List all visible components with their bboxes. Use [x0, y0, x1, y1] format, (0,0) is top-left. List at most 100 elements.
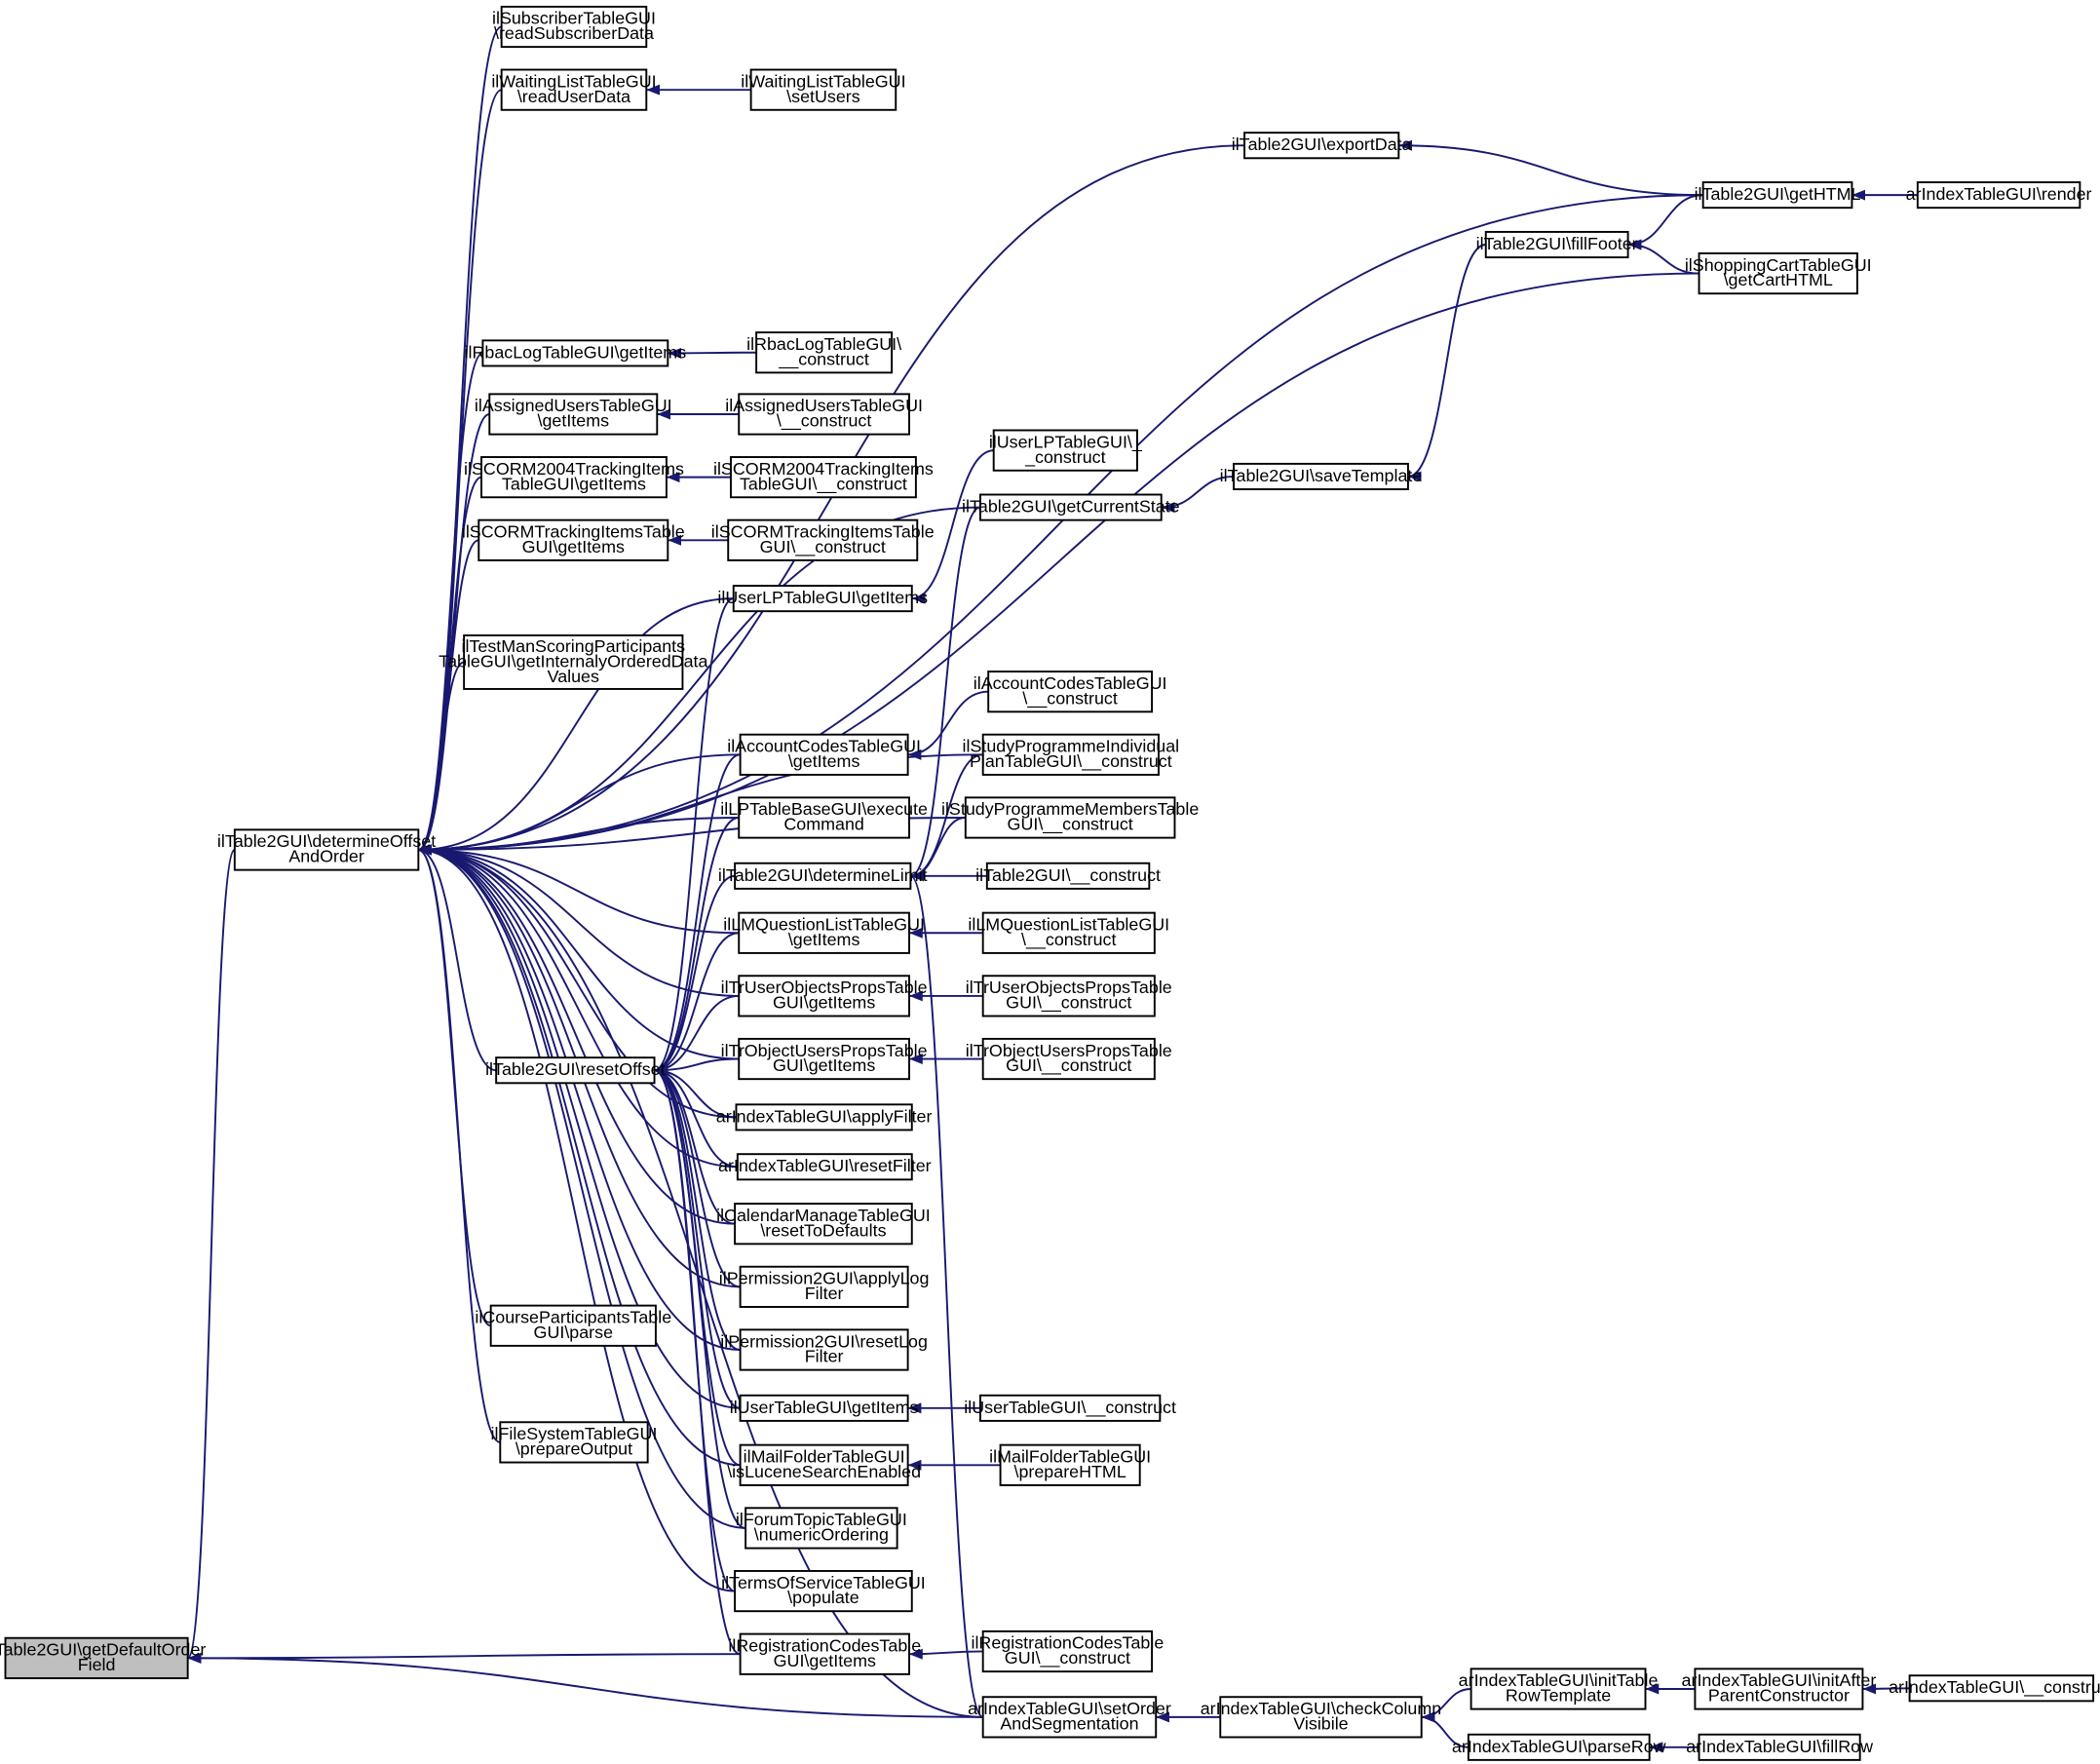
node-box: [734, 1203, 913, 1246]
node-label: ilLMQuestionListTableGUI: [968, 915, 1169, 935]
node-user-construct[interactable]: ilUserTableGUI\__construct: [964, 1394, 1176, 1422]
node-mail-prepare[interactable]: ilMailFolderTableGUI\prepareHTML: [989, 1443, 1151, 1486]
node-box: [978, 1394, 1162, 1422]
node-label: ilTrUserObjectsPropsTable: [966, 978, 1172, 997]
node-box: [738, 393, 910, 436]
node-set-users[interactable]: ilWaitingListTableGUI\setUsers: [741, 68, 906, 111]
node-box: [480, 456, 668, 499]
node-label: arIndexTableGUI\applyFilter: [716, 1106, 933, 1126]
node-label: ilUserLPTableGUI\_: [989, 432, 1143, 452]
node-label: arIndexTableGUI\checkColumn: [1201, 1699, 1441, 1718]
node-box: [1908, 1674, 2095, 1703]
node-account-codes-construct[interactable]: ilAccountCodesTableGUI\__construct: [974, 671, 1167, 713]
node-fill-footer[interactable]: ilTable2GUI\fillFooter: [1476, 230, 1638, 259]
node-label: ilSCORMTrackingItemsTable: [462, 522, 685, 542]
node-mail-lucene[interactable]: ilMailFolderTableGUI\isLuceneSearchEnabl…: [727, 1443, 921, 1486]
node-user-get-items[interactable]: ilUserTableGUI\getItems: [730, 1394, 919, 1422]
node-box: [1916, 181, 2081, 210]
edge-set-order-seg-to-determine-limit: [909, 870, 984, 1718]
edge-user-lpget-items-to-reset-offset: [654, 597, 735, 1076]
edge-determine-limit-to-reset-offset: [654, 874, 736, 1076]
node-scorm2004-construct[interactable]: ilSCORM2004TrackingItemsTableGUI\__const…: [713, 456, 934, 499]
node-reset-offset[interactable]: ilTable2GUI\resetOffset: [485, 1056, 666, 1085]
node-box: [500, 5, 648, 49]
node-tos-populate[interactable]: ilTermsOfServiceTableGUI\populate: [721, 1569, 926, 1613]
node-rbac-get-items[interactable]: ilRbacLogTableGUI\getItems: [465, 339, 687, 367]
node-get-current-state[interactable]: ilTable2GUI\getCurrentState: [962, 493, 1180, 521]
node-get-html[interactable]: ilTable2GUI\getHTML: [1695, 181, 1861, 210]
node-label: ilTestManScoringParticipants: [462, 636, 686, 656]
node-init-after-parent[interactable]: arIndexTableGUI\initAfterParentConstruct…: [1682, 1668, 1877, 1710]
node-read-user-data[interactable]: ilWaitingListTableGUI\readUserData: [491, 68, 657, 111]
node-label: \resetToDefaults: [760, 1220, 886, 1240]
edge-calendar-reset-to-determine-offset-and-order: [418, 844, 736, 1225]
node-box: [745, 1507, 898, 1550]
node-box: [1484, 230, 1629, 259]
node-ar-construct[interactable]: arIndexTableGUI\__construct: [1889, 1674, 2100, 1703]
node-save-template[interactable]: ilTable2GUI\saveTemplate: [1220, 462, 1423, 490]
node-file-system[interactable]: ilFileSystemTableGUI\prepareOutput: [491, 1421, 658, 1464]
node-calendar-reset[interactable]: ilCalendarManageTableGUI\resetToDefaults: [716, 1203, 931, 1246]
node-account-codes-get-items[interactable]: ilAccountCodesTableGUI\getItems: [727, 733, 921, 776]
node-box: [981, 1696, 1158, 1739]
node-label: \prepareHTML: [1014, 1462, 1126, 1481]
node-label: ilTrUserObjectsPropsTable: [721, 978, 928, 997]
node-get-cart-html[interactable]: ilShoppingCartTableGUI\getCartHTML: [1685, 251, 1872, 295]
node-forum-numeric[interactable]: ilForumTopicTableGUI\numericOrdering: [736, 1507, 907, 1550]
node-label: ilSCORM2004TrackingItems: [713, 459, 934, 479]
node-lm-question-construct[interactable]: ilLMQuestionListTableGUI\__construct: [968, 911, 1169, 954]
node-table2-construct[interactable]: ilTable2GUI\__construct: [975, 862, 1161, 890]
node-export-data[interactable]: ilTable2GUI\exportData: [1232, 132, 1412, 160]
node-test-man[interactable]: ilTestManScoringParticipantsTableGUI\get…: [439, 633, 707, 690]
node-study-individual[interactable]: ilStudyProgrammeIndividualPlanTableGUI\_…: [963, 733, 1180, 776]
node-study-members[interactable]: ilStudyProgrammeMembersTableGUI\__constr…: [941, 796, 1199, 839]
node-determine-limit[interactable]: ilTable2GUI\determineLimit: [718, 862, 928, 890]
node-label: arIndexTableGUI\fillRow: [1686, 1737, 1873, 1756]
node-apply-filter[interactable]: arIndexTableGUI\applyFilter: [716, 1103, 933, 1131]
node-box: [1701, 181, 1853, 210]
node-box: [481, 339, 669, 367]
node-rbac-construct[interactable]: ilRbacLogTableGUI\__construct: [746, 331, 901, 374]
node-read-subscriber-data[interactable]: ilSubscriberTableGUI\readSubscriberData: [492, 5, 656, 49]
node-label: GUI\getItems: [773, 1055, 875, 1075]
edge-assigned-get-items-to-determine-offset-and-order: [417, 413, 490, 856]
node-box: [477, 518, 669, 561]
node-box: [738, 1037, 910, 1081]
edge-layer: [186, 25, 1918, 1753]
node-user-lpget-items[interactable]: ilUserLPTableGUI\getItems: [717, 585, 928, 613]
node-render[interactable]: arIndexTableGUI\render: [1906, 181, 2092, 210]
node-box: [739, 1394, 909, 1422]
node-box: [739, 1632, 910, 1675]
node-label: ilPermission2GUI\applyLog: [719, 1269, 930, 1288]
node-user-lpconstruct[interactable]: ilUserLPTableGUI\__construct: [989, 429, 1143, 472]
node-reset-filter[interactable]: arIndexTableGUI\resetFilter: [718, 1153, 932, 1181]
node-label: ilAccountCodesTableGUI: [727, 737, 921, 756]
node-assigned-get-items[interactable]: ilAssignedUsersTableGUI\getItems: [475, 393, 672, 436]
node-box: [981, 1037, 1156, 1081]
node-label: ilSCORM2004TrackingItems: [464, 459, 684, 479]
node-scorm2004-get-items[interactable]: ilSCORM2004TrackingItemsTableGUI\getItem…: [464, 456, 684, 499]
node-lm-question-get-items[interactable]: ilLMQuestionListTableGUI\getItems: [723, 911, 925, 954]
node-assigned-construct[interactable]: ilAssignedUsersTableGUI\__construct: [725, 393, 923, 436]
node-fill-row[interactable]: arIndexTableGUI\fillRow: [1686, 1733, 1873, 1761]
node-box: [999, 1443, 1141, 1486]
node-parse-row[interactable]: arIndexTableGUI\parseRow: [1452, 1733, 1666, 1761]
node-label: ilFileSystemTableGUI: [491, 1424, 658, 1443]
